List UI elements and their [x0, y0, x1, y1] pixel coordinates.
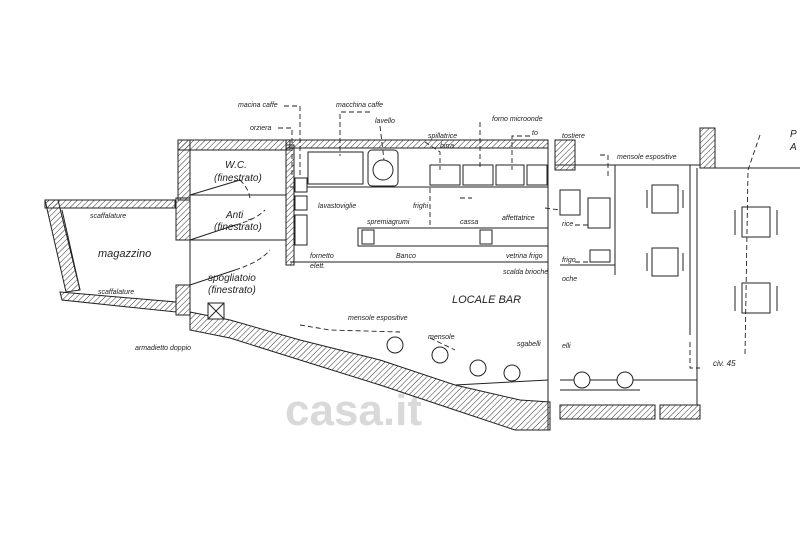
- label-spremiagrumi: spremiagrumi: [367, 219, 410, 226]
- label-macina-caffe: macina caffe: [238, 102, 278, 109]
- label-p: P: [790, 129, 797, 140]
- stool: [573, 371, 591, 389]
- wall-top-bar: [285, 139, 549, 149]
- table-1: [651, 184, 679, 214]
- label-cassa: cassa: [460, 219, 478, 226]
- label-civ-45: civ. 45: [713, 359, 736, 368]
- wall-right-bottom: [559, 404, 656, 420]
- stool: [431, 346, 449, 364]
- stool: [386, 336, 404, 354]
- orziera-box: [294, 177, 308, 193]
- wall-magazzino-top: [44, 199, 176, 209]
- table-4: [741, 282, 771, 314]
- label-mensole-espositive-mid: mensole espositive: [348, 315, 408, 322]
- spremiagrumi-box: [361, 229, 375, 245]
- label-frigo: frigo: [562, 257, 576, 264]
- label-sgabelli-b: elli: [562, 343, 571, 350]
- label-sgabelli-a: sgabelli: [517, 341, 541, 348]
- label-banco: Banco: [396, 253, 416, 260]
- coffee-machine: [307, 151, 364, 185]
- table-2: [651, 247, 679, 277]
- label-wc: W.C.: [225, 160, 247, 171]
- fornetto-box: [294, 214, 308, 246]
- microwave: [495, 164, 525, 186]
- wall-far-right-top: [699, 127, 716, 169]
- label-tostiere: tostiere: [562, 133, 585, 140]
- label-elett: elett.: [310, 263, 325, 270]
- counter-banco: [357, 227, 549, 247]
- wall-wc-left: [177, 139, 191, 201]
- label-locale-bar: LOCALE BAR: [452, 294, 521, 306]
- label-fornetto: fornetto: [310, 253, 334, 260]
- leader-lines: [247, 105, 761, 369]
- label-spogliatoio-finestrato: (finestrato): [208, 285, 256, 296]
- watermark: casa.it: [285, 386, 422, 435]
- stool: [469, 359, 487, 377]
- tap-unit-1: [429, 164, 461, 186]
- stools: [386, 336, 634, 389]
- wall-spogl-left: [175, 284, 191, 316]
- label-scalda-brioche: scalda brioche: [503, 269, 548, 276]
- label-scaffalature-bottom: scaffalature: [98, 289, 134, 296]
- label-anti: Anti: [225, 210, 244, 221]
- label-wc-finestrato: (finestrato): [214, 173, 262, 184]
- label-lavastoviglie: lavastoviglie: [318, 203, 356, 210]
- label-to: to: [532, 130, 538, 137]
- label-mensole: mensole: [428, 334, 455, 341]
- wall-right-block: [554, 139, 576, 171]
- tables: [646, 184, 778, 314]
- wall-right-bottom-2: [659, 404, 701, 420]
- frigo-box: [589, 249, 611, 263]
- wall-bottom: [189, 311, 551, 431]
- label-affettatrice: affettatrice: [502, 215, 535, 222]
- label-macchina-caffe: macchina caffe: [336, 102, 383, 109]
- label-lavello: lavello: [375, 118, 395, 125]
- label-magazzino: magazzino: [98, 248, 151, 260]
- equipment: [207, 149, 611, 320]
- stool: [503, 364, 521, 382]
- label-spogliatoio: spogliatoio: [208, 273, 256, 284]
- tap-unit-2: [462, 164, 494, 186]
- stool: [616, 371, 634, 389]
- wall-top-left: [177, 139, 291, 151]
- label-armadietto-doppio: armadietto doppio: [135, 345, 191, 352]
- fridge-box: [587, 197, 611, 229]
- table-3: [741, 206, 771, 238]
- label-rice: rice: [562, 221, 573, 228]
- label-scaffalature-top: scaffalature: [90, 213, 126, 220]
- wall-bar-left: [285, 144, 295, 266]
- label-birra: birra: [440, 143, 454, 150]
- label-orziera: orziera: [250, 125, 272, 132]
- label-a: A: [789, 142, 797, 153]
- toaster: [526, 164, 548, 186]
- lavastoviglie-box: [294, 195, 308, 211]
- label-oche: oche: [562, 276, 577, 283]
- label-forno: forno microonde: [492, 116, 543, 123]
- rice-box: [559, 189, 581, 216]
- label-frighi: frighi: [413, 203, 429, 210]
- label-vetrina-frigo: vetrina frigo: [506, 253, 543, 260]
- cassa-box: [479, 229, 493, 245]
- label-spillatrice: spillatrice: [428, 133, 457, 140]
- wall-anti-left: [175, 197, 191, 241]
- sink-basin: [372, 159, 394, 181]
- label-mensole-espositive-top: mensole espositive: [617, 154, 677, 161]
- label-anti-finestrato: (finestrato): [214, 222, 262, 233]
